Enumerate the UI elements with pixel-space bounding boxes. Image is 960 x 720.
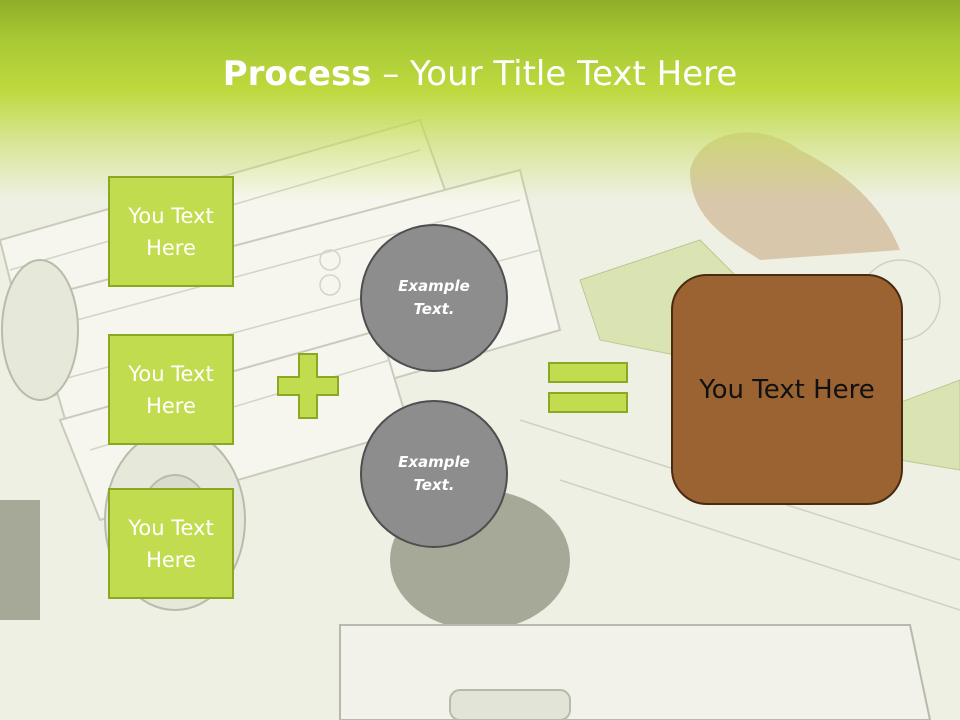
example-circle-2: Example Text. bbox=[360, 400, 508, 548]
result-label: You Text Here bbox=[699, 374, 875, 405]
text-box-2: You Text Here bbox=[108, 334, 234, 445]
title-bar bbox=[0, 0, 960, 200]
text-box-1-label: You Text Here bbox=[128, 203, 214, 260]
text-box-1: You Text Here bbox=[108, 176, 234, 287]
title-rest: – Your Title Text Here bbox=[371, 54, 738, 94]
equals-icon bbox=[548, 362, 628, 413]
example-circle-1: Example Text. bbox=[360, 224, 508, 372]
text-box-2-label: You Text Here bbox=[128, 361, 214, 418]
result-box: You Text Here bbox=[671, 274, 903, 505]
plus-icon bbox=[277, 353, 339, 419]
title-strong: Process bbox=[222, 54, 372, 94]
example-circle-1-label: Example Text. bbox=[398, 277, 470, 318]
text-box-3: You Text Here bbox=[108, 488, 234, 599]
slide-title: Process – Your Title Text Here bbox=[0, 52, 960, 96]
example-circle-2-label: Example Text. bbox=[398, 453, 470, 494]
text-box-3-label: You Text Here bbox=[128, 515, 214, 572]
